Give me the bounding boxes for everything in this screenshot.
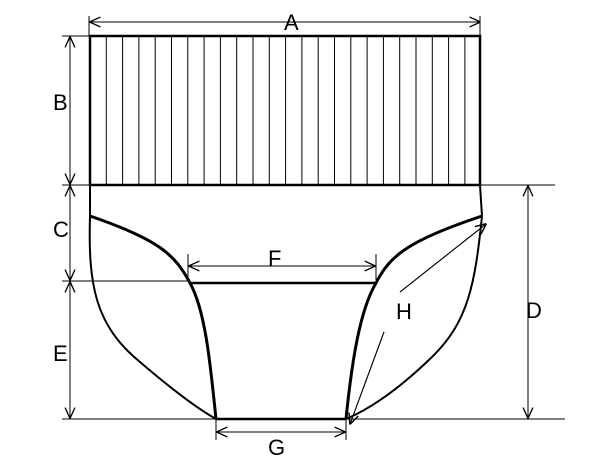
dimension-lines: [70, 22, 528, 432]
waistband-bottom-to-body-right: [479, 184, 483, 217]
label-e: E: [53, 341, 68, 366]
dimension-h-line: [350, 224, 486, 424]
label-f: F: [268, 246, 281, 271]
outer-side-left: [88, 215, 217, 420]
extension-lines: [62, 16, 565, 440]
label-c: C: [53, 217, 69, 242]
label-a: A: [284, 10, 299, 35]
waistband: [88, 34, 482, 187]
label-b: B: [53, 90, 68, 115]
waistband-ribs: [105, 36, 466, 185]
leg-opening-left: [89, 214, 218, 420]
label-h: H: [396, 299, 412, 324]
waistband-outline: [88, 34, 482, 187]
garment-body: [88, 184, 483, 421]
label-d: D: [526, 298, 542, 323]
labels: A B C E D F G H: [53, 10, 542, 460]
outer-side-right: [345, 215, 483, 420]
label-g: G: [268, 435, 285, 460]
